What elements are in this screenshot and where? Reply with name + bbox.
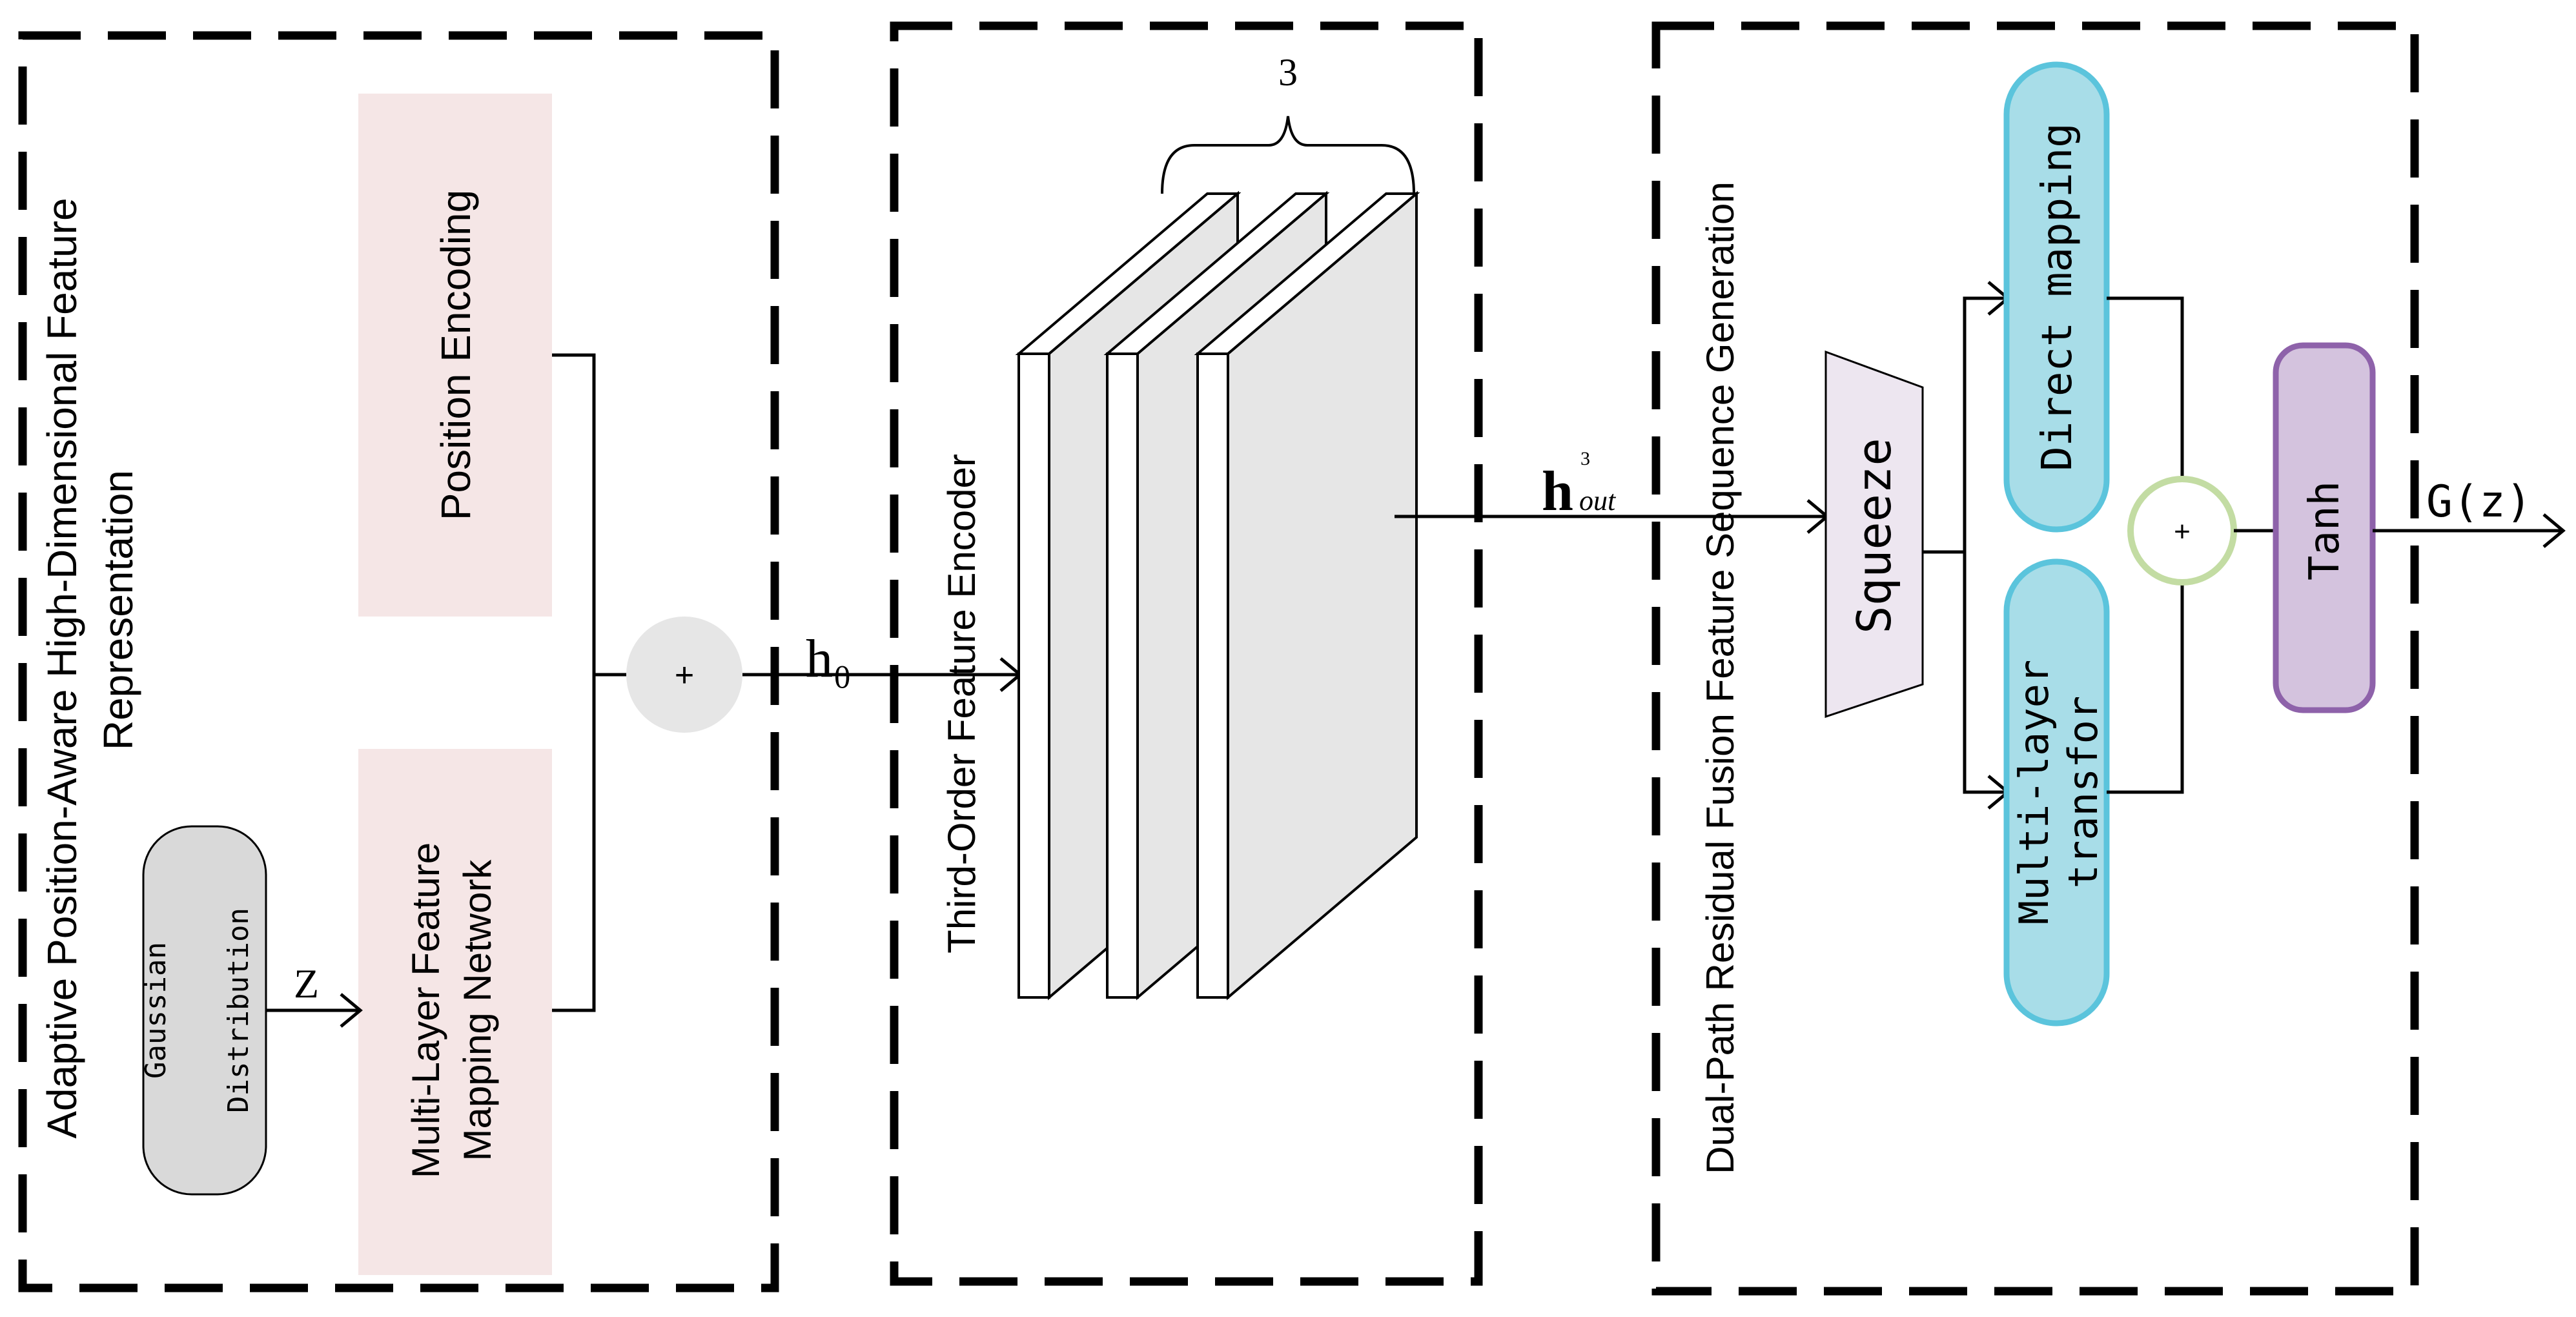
multilayer-label-line1: Multi-layer [2010, 660, 2058, 925]
mlp-box [358, 749, 552, 1275]
direct-to-adder-wire [2107, 296, 2184, 479]
multilayer-label-line2: transfor [2060, 696, 2107, 889]
adder-2-symbol: + [2174, 516, 2191, 547]
adder-1 [626, 617, 742, 733]
z-arrowhead [340, 993, 363, 1028]
tanh-box [2273, 342, 2376, 713]
left-section-frame [18, 31, 779, 1292]
multilayer-to-adder-wire [2107, 582, 2184, 794]
z-label: Z [294, 961, 319, 1006]
output-label: G(z) [2426, 476, 2532, 527]
left-section-title-line1: Adaptive Position-Aware High-Dimensional… [39, 198, 85, 1138]
gaussian-label-line2: Distribution [222, 908, 255, 1113]
layer-count-brace [1161, 116, 1415, 194]
hout-label-base: h [1542, 460, 1573, 523]
h0-label: h₀ [806, 629, 852, 689]
right-section-frame [1651, 21, 2419, 1296]
middle-section-frame [890, 21, 1483, 1286]
tanh-label: Tanh [2301, 481, 2349, 580]
branch-lower-wire [1963, 552, 2007, 794]
squeeze-label: Squeeze [1847, 438, 1901, 633]
output-arrowhead [2542, 513, 2566, 548]
mlp-label-line2: Mapping Network [456, 859, 499, 1161]
mlp-label-line1: Multi-Layer Feature [404, 842, 447, 1178]
position-encoding-label: Position Encoding [433, 190, 479, 520]
gaussian-label-line1: Gaussian [139, 942, 172, 1079]
hout-label-sup: 3 [1580, 448, 1590, 469]
mlp-to-adder-wire [552, 675, 596, 1012]
layer-count-label: 3 [1278, 51, 1298, 94]
right-section-title: Dual-Path Residual Fusion Feature Sequen… [1699, 181, 1742, 1174]
direct-mapping-label: Direct mapping [2034, 123, 2081, 471]
encoder-layer-3 [1194, 190, 1420, 1001]
position-encoding-box [358, 94, 552, 617]
hout-label-sub: out [1579, 485, 1617, 516]
squeeze-block [1825, 350, 1924, 719]
branch-upper-wire [1963, 296, 2007, 552]
middle-section-title: Third-Order Feature Encoder [940, 454, 983, 954]
position-to-adder-wire [552, 353, 626, 677]
left-section-title-line2: Representation [95, 470, 141, 750]
adder-1-symbol: + [675, 657, 694, 694]
